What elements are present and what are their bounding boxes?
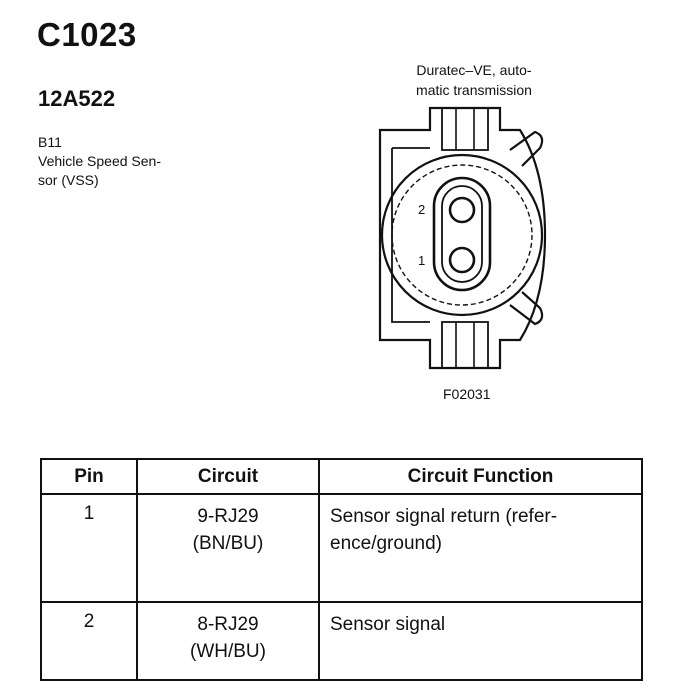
pin-cavity-inner bbox=[441, 185, 483, 283]
figure-reference: F02031 bbox=[443, 386, 491, 402]
diagram-caption: Duratec–VE, auto- matic transmission bbox=[394, 60, 554, 100]
pin-2-contact bbox=[448, 196, 476, 224]
connector-diagram: 2 1 bbox=[378, 106, 547, 370]
inner-bracket bbox=[391, 147, 430, 323]
component-name-line2: sor (VSS) bbox=[38, 172, 99, 188]
circuit-cell: 9-RJ29 (BN/BU) bbox=[136, 493, 320, 603]
pin-label-1: 1 bbox=[418, 253, 425, 268]
top-latch bbox=[441, 107, 489, 151]
header-circuit-function: Circuit Function bbox=[318, 458, 643, 495]
part-number: 12A522 bbox=[38, 86, 116, 111]
pin-table: Pin Circuit Circuit Function 1 9-RJ29 (B… bbox=[40, 458, 643, 681]
function-line1: Sensor signal bbox=[330, 614, 446, 635]
connector-body-inner bbox=[391, 164, 533, 306]
upper-side-tab bbox=[509, 130, 544, 167]
circuit-cell: 8-RJ29 (WH/BU) bbox=[136, 601, 320, 681]
pin-cavity-outer bbox=[432, 176, 492, 292]
header-circuit: Circuit bbox=[136, 458, 320, 495]
diagram-caption-line1: Duratec–VE, auto- bbox=[416, 62, 532, 78]
pin-label-2: 2 bbox=[418, 202, 425, 217]
connector-body bbox=[380, 153, 544, 317]
pin-number: 2 bbox=[40, 601, 138, 681]
component-description: B11 Vehicle Speed Sen- sor (VSS) bbox=[38, 133, 208, 190]
circuit-id: 9-RJ29 bbox=[197, 506, 259, 527]
header-pin: Pin bbox=[40, 458, 138, 495]
function-line1: Sensor signal return (refer- bbox=[330, 506, 558, 527]
function-line2: ence/ground) bbox=[330, 533, 442, 554]
circuit-color: (WH/BU) bbox=[190, 641, 266, 662]
circuit-function: Sensor signal return (refer- ence/ground… bbox=[318, 493, 643, 603]
pin-1-contact bbox=[448, 246, 476, 274]
housing-outline bbox=[378, 106, 547, 370]
table-row: 1 9-RJ29 (BN/BU) Sensor signal return (r… bbox=[40, 493, 643, 603]
bottom-latch bbox=[441, 321, 489, 369]
location-code: B11 bbox=[38, 134, 62, 150]
lower-side-tab bbox=[509, 291, 544, 326]
table-header-row: Pin Circuit Circuit Function bbox=[40, 458, 643, 495]
circuit-color: (BN/BU) bbox=[192, 533, 264, 554]
pin-number: 1 bbox=[40, 493, 138, 603]
circuit-id: 8-RJ29 bbox=[197, 614, 259, 635]
table-row: 2 8-RJ29 (WH/BU) Sensor signal bbox=[40, 601, 643, 681]
diagram-caption-line2: matic transmission bbox=[416, 82, 532, 98]
component-name-line1: Vehicle Speed Sen- bbox=[38, 153, 161, 169]
circuit-function: Sensor signal bbox=[318, 601, 643, 681]
connector-id-title: C1023 bbox=[37, 16, 137, 53]
